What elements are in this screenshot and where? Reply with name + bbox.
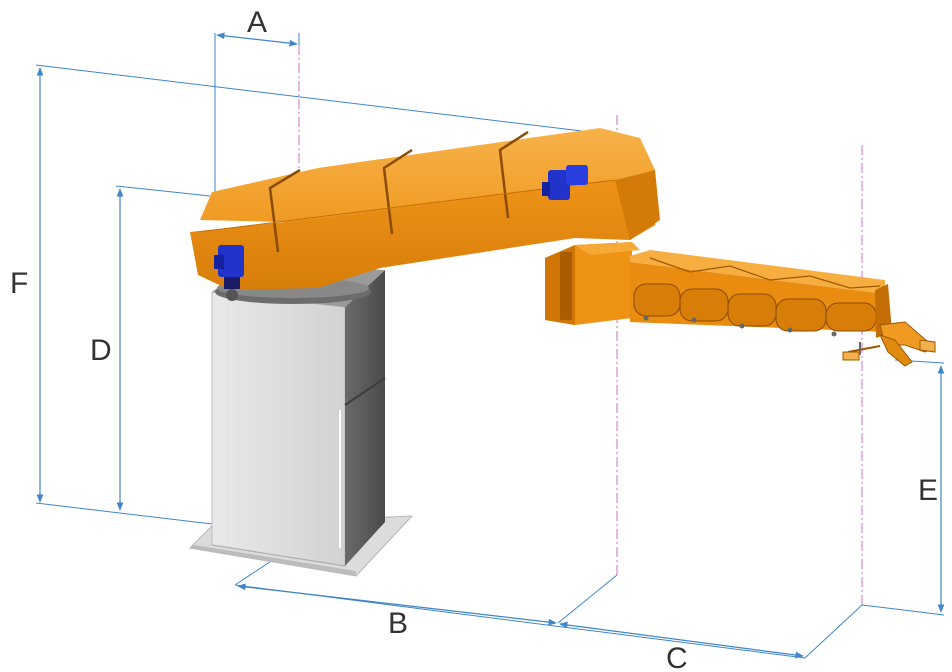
dimension-c-line [559, 621, 804, 659]
dimension-lines [36, 32, 945, 659]
label-a: A [247, 6, 267, 39]
main-arm-front [190, 172, 655, 290]
extension-lines [35, 33, 945, 659]
elbow-joint [545, 242, 640, 325]
label-b: B [388, 607, 408, 640]
base-plate-edge [190, 545, 356, 576]
robot-base [188, 262, 414, 577]
label-c: C [666, 642, 688, 672]
rotation-motor [214, 245, 244, 301]
reach-arm [630, 250, 892, 338]
main-arm-end [615, 170, 660, 240]
label-e: E [918, 474, 938, 507]
label-f: F [10, 267, 28, 300]
main-arm-top [200, 128, 655, 222]
arm-motor [542, 165, 588, 200]
label-d: D [90, 334, 112, 367]
gripper [842, 321, 936, 367]
column-front [211, 291, 346, 567]
dimension-b-line [237, 583, 557, 626]
column-side [345, 270, 385, 566]
main-arm [190, 128, 660, 301]
dimension-a-line [216, 32, 298, 47]
